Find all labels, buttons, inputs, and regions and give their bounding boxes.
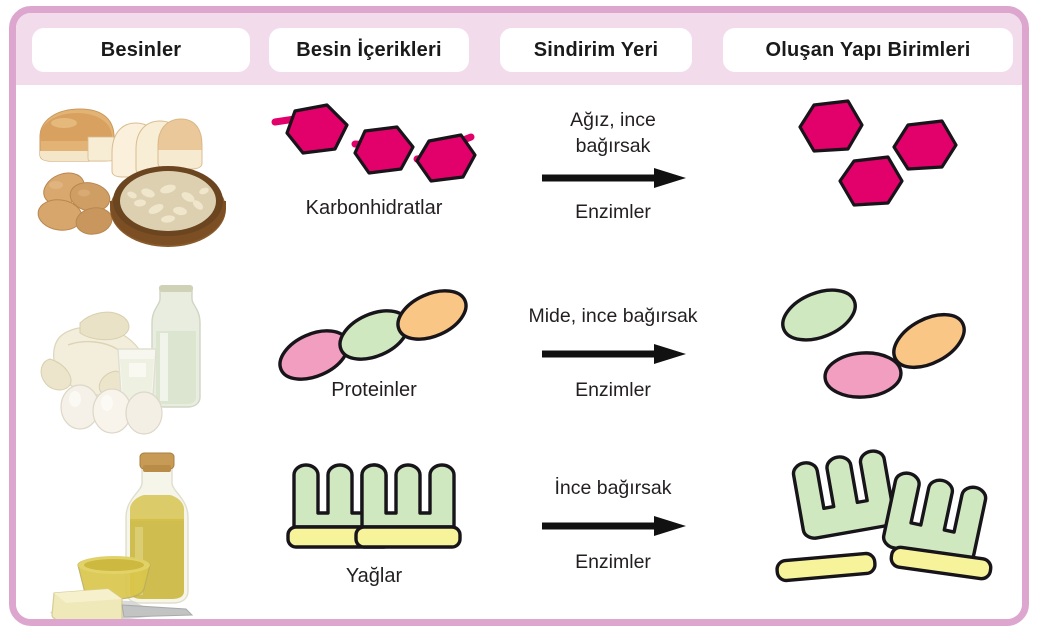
arrow-right-icon xyxy=(542,344,686,364)
site-cell: Ağız, ince bağırsak Enzimler xyxy=(500,89,726,269)
molecule-cell: Yağlar xyxy=(248,447,500,619)
product-cell xyxy=(726,271,1022,451)
row-yaglar: Yağlar İnce bağırsak Enzimler xyxy=(16,447,1022,619)
column-header-label: Besin İçerikleri xyxy=(296,38,442,61)
row-proteinler: Proteinler Mide, ince bağırsak Enzimler xyxy=(16,271,1022,451)
site-cell: İnce bağırsak Enzimler xyxy=(500,447,726,619)
molecule-label: Proteinler xyxy=(331,379,417,401)
olive-oil-butter-photo xyxy=(50,452,194,619)
product-cell xyxy=(726,89,1022,269)
column-header-besin-icerikleri: Besin İçerikleri xyxy=(269,28,469,72)
diagram-body: Karbonhidratlar Ağız, ince bağırsak Enzi… xyxy=(16,85,1022,619)
column-header-label: Besinler xyxy=(100,38,182,61)
separate-ellipses-icon xyxy=(781,288,966,399)
column-header-sindirim-yeri: Sindirim Yeri xyxy=(500,28,692,72)
column-header-label: Oluşan Yapı Birimleri xyxy=(765,38,971,61)
comb-on-bar-pair-icon xyxy=(286,463,462,549)
food-cell xyxy=(20,447,248,619)
molecule-label: Karbonhidratlar xyxy=(305,197,443,219)
site-label-line2: bağırsak xyxy=(575,135,651,157)
diagram-frame: Besinler Besin İçerikleri Sindirim Yeri … xyxy=(9,6,1029,626)
molecule-cell: Karbonhidratlar xyxy=(248,89,500,269)
food-cell xyxy=(20,271,248,451)
arrow-right-icon xyxy=(542,516,686,536)
row-karbonhidratlar: Karbonhidratlar Ağız, ince bağırsak Enzi… xyxy=(16,89,1022,269)
molecule-cell: Proteinler xyxy=(248,271,500,451)
bread-potato-oats-photo xyxy=(37,108,226,247)
agent-label: Enzimler xyxy=(575,551,651,573)
site-label-line1: İnce bağırsak xyxy=(554,477,672,499)
separate-combs-and-bars-icon xyxy=(775,449,993,583)
column-header-olusan-yapi-birimleri: Oluşan Yapı Birimleri xyxy=(723,28,1013,72)
linked-ellipse-chain-icon xyxy=(278,289,468,381)
site-cell: Mide, ince bağırsak Enzimler xyxy=(500,271,726,451)
site-label-line1: Mide, ince bağırsak xyxy=(528,305,698,327)
separate-hexagons-icon xyxy=(798,99,958,207)
agent-label: Enzimler xyxy=(575,201,651,223)
header-band: Besinler Besin İçerikleri Sindirim Yeri … xyxy=(16,13,1022,85)
linked-hexagon-chain-icon xyxy=(271,103,477,183)
food-cell xyxy=(20,89,248,269)
column-header-besinler: Besinler xyxy=(32,28,250,72)
arrow-right-icon xyxy=(542,168,686,188)
column-header-label: Sindirim Yeri xyxy=(533,38,659,61)
agent-label: Enzimler xyxy=(575,379,651,401)
chicken-milk-eggs-photo xyxy=(40,285,201,435)
molecule-label: Yağlar xyxy=(345,565,403,587)
product-cell xyxy=(726,447,1022,619)
site-label-line1: Ağız, ince xyxy=(570,109,656,131)
